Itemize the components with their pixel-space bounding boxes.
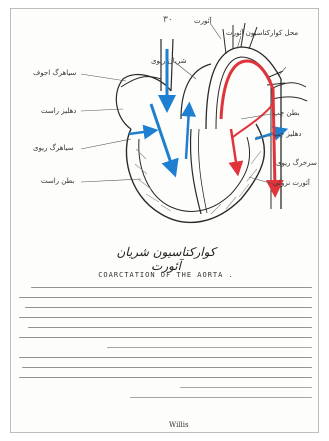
red-flow-arrow-2 <box>233 104 273 137</box>
label-right-ventricle: بطن راست <box>41 177 74 185</box>
label-coarctation-site: محل کوارکتاسیون آئورت <box>226 29 298 37</box>
label-descending-aorta: آئورت نزولی <box>273 179 310 187</box>
pulmonary-veins <box>271 83 307 101</box>
label-left-atrium: دهلیز چپ <box>273 130 302 138</box>
heart-outline <box>126 124 264 222</box>
label-aorta: آئورت <box>194 17 211 25</box>
aortic-arch <box>206 47 281 209</box>
heart-diagram <box>11 9 319 249</box>
right-atrium <box>116 75 171 129</box>
blue-flow-arrow-3 <box>186 109 189 159</box>
label-right-atrium: دهلیز راست <box>41 107 76 115</box>
attribution: Willis <box>169 421 189 429</box>
label-pulmonary-vein: سیاهرگ ریوی <box>33 144 74 152</box>
label-vena-cava: سیاهرگ اجوف <box>33 69 76 77</box>
septum <box>190 129 201 214</box>
label-pulmonary-artery-right: سرخرگ ریوی <box>276 159 317 167</box>
blue-flow-arrow-2 <box>151 104 173 169</box>
persian-title: کوارکتاسیون شریان آئورت <box>101 245 231 273</box>
handwritten-body-text <box>19 287 312 407</box>
label-left-ventricle: بطن چپ <box>273 109 299 117</box>
label-pulmonary-artery: شریان ریوی <box>151 57 187 65</box>
document-page: ۳۰ <box>10 8 319 433</box>
english-title: COARCTATION OF THE AORTA . <box>81 271 251 279</box>
blue-flow-arrow-4 <box>129 131 151 134</box>
